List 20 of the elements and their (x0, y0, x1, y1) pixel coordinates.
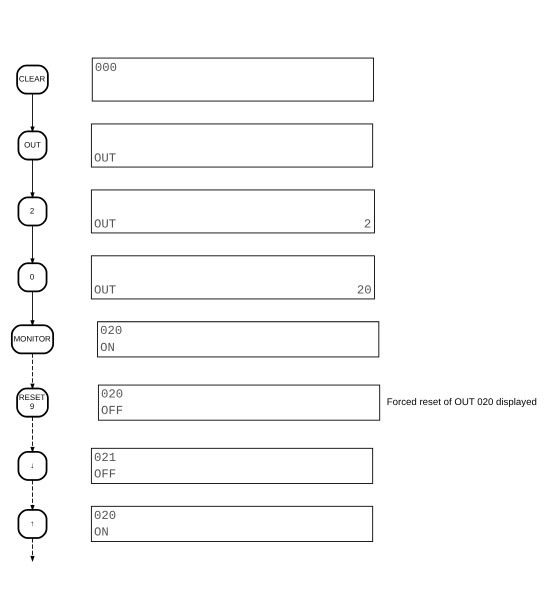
arrow (30, 291, 35, 326)
node-box: 020 ON (90, 506, 374, 542)
node-box: 021 OFF (90, 448, 374, 484)
node-box: 000 (92, 58, 374, 102)
arrow (30, 353, 35, 390)
node-box: 020 ON (97, 321, 380, 358)
node-box: 020 OFF (98, 384, 380, 421)
node-box: CLEAR (16, 64, 49, 95)
node-box: MONITOR (10, 324, 54, 354)
arrow (30, 159, 35, 199)
arrow (30, 416, 35, 454)
node-box: OUT 20 (90, 255, 375, 300)
node-box: OUT (90, 124, 374, 168)
arrow (30, 225, 35, 265)
arrow (30, 538, 35, 562)
arrow (30, 480, 35, 512)
arrow (30, 93, 35, 133)
node-box: RESET 9 (16, 388, 49, 418)
node-box: OUT 2 (90, 189, 375, 234)
node-label: Forced reset of OUT 020 displayed (386, 397, 537, 408)
